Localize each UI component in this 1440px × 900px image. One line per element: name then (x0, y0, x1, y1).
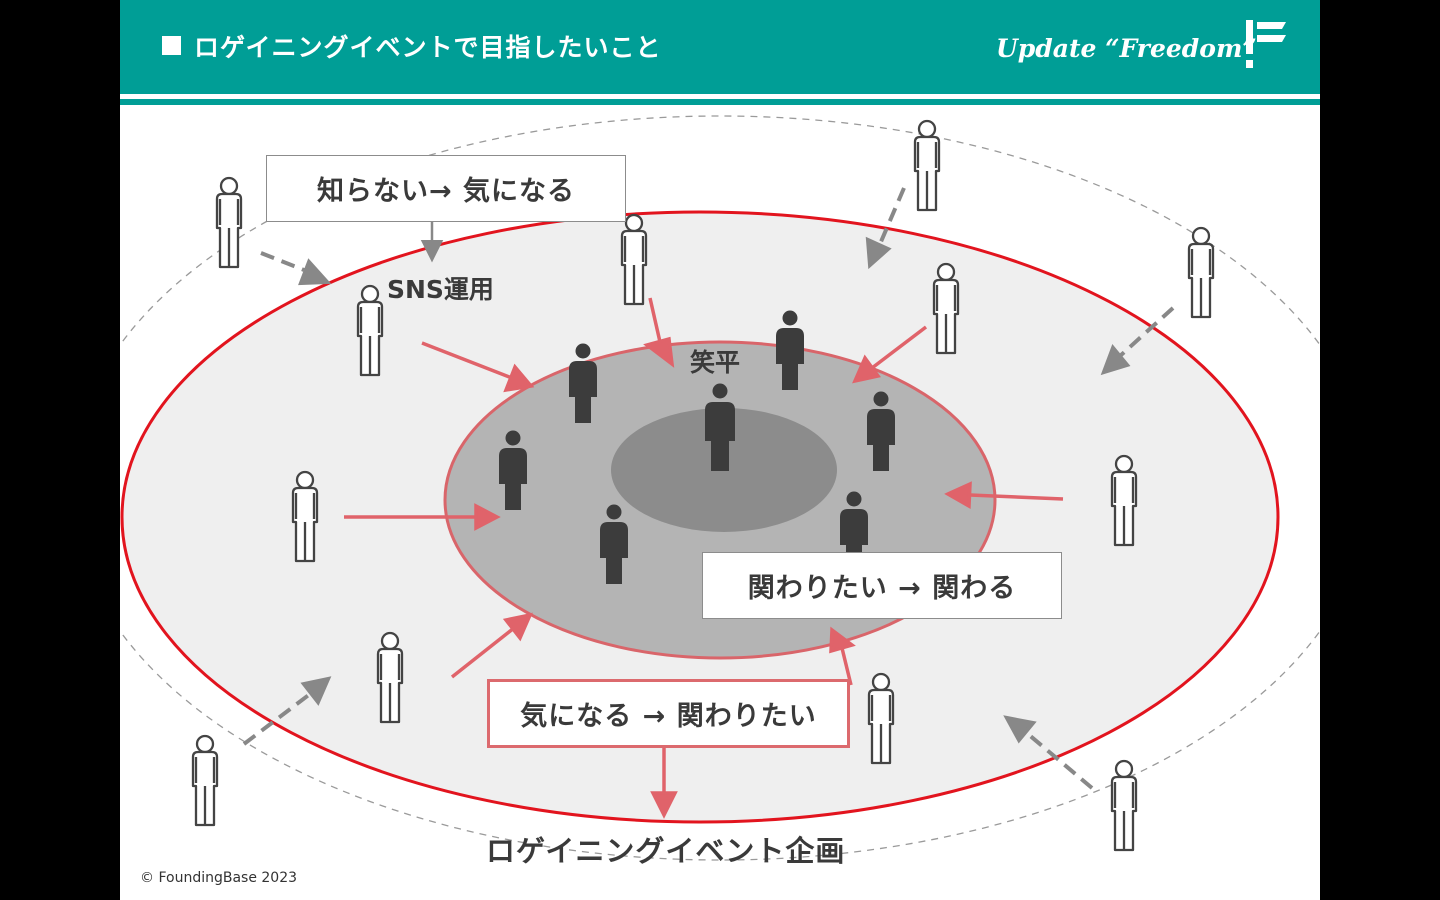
copyright: © FoundingBase 2023 (140, 870, 298, 886)
outline-person-icon (620, 213, 648, 306)
red-arrow (969, 493, 1064, 501)
box-interest-to-want: 気になる → 関わりたい (487, 679, 850, 748)
outline-person-icon (191, 734, 219, 827)
header-underline (120, 99, 1320, 105)
outline-people (191, 119, 1215, 852)
event-label: ロゲイニングイベント企画 (486, 834, 846, 868)
red-arrow (870, 325, 928, 370)
sns-label: SNS運用 (387, 275, 494, 304)
core-person-label: 笑平 (690, 348, 741, 377)
gray-dashed-arrows (242, 187, 1175, 790)
gray-dashed-arrow (242, 692, 312, 746)
dark-people (499, 310, 895, 584)
title-bullet-square-icon (162, 36, 181, 55)
outline-person-icon (291, 470, 319, 563)
dark-person-icon (867, 391, 895, 471)
slide-title: ロゲイニングイベントで目指したいこと (194, 33, 662, 62)
dark-person-icon (705, 383, 735, 471)
red-arrow-head (474, 503, 501, 531)
red-arrow (648, 297, 662, 343)
red-arrows (344, 297, 1064, 819)
gray-arrow-head (865, 236, 892, 270)
foundingbase-flag-logo-icon (1246, 20, 1286, 68)
gray-dashed-arrow (1026, 732, 1094, 790)
outline-person-icon (376, 631, 404, 724)
gray-arrow-head (300, 676, 332, 706)
outline-person-icon (1110, 454, 1138, 547)
red-arrow (840, 647, 853, 686)
dark-person-icon (600, 504, 628, 584)
gray-arrow-head (1100, 344, 1131, 376)
box-want-to-engage: 関わりたい → 関わる (702, 552, 1062, 619)
outline-person-icon (913, 119, 941, 212)
red-arrow-head (829, 626, 856, 654)
red-arrow-head (643, 336, 675, 368)
red-arrow-head (503, 363, 535, 393)
box-know-to-interest: 知らない→ 気になる (266, 155, 626, 222)
outline-person-icon (1187, 226, 1215, 319)
slogan: Update “Freedom” (996, 34, 1257, 63)
gray-arrow-head (420, 240, 444, 263)
outline-person-icon (1110, 759, 1138, 852)
dark-person-icon (499, 430, 527, 510)
outline-person-icon (215, 176, 243, 269)
outline-person-icon (867, 672, 895, 765)
outline-person-icon (356, 284, 384, 377)
red-arrow-head (852, 354, 881, 384)
gray-dashed-arrow (1118, 306, 1175, 358)
slide: ロゲイニングイベントで目指したいこと Update “Freedom” (120, 0, 1320, 900)
gray-arrow-head (298, 258, 332, 286)
red-arrow (421, 341, 513, 380)
red-arrow-head (502, 612, 533, 642)
header-bar: ロゲイニングイベントで目指したいこと Update “Freedom” (120, 0, 1320, 94)
gray-arrow-head (1003, 715, 1037, 744)
outline-person-icon (932, 262, 960, 355)
engagement-diagram (120, 115, 1320, 861)
red-arrow-head (944, 481, 972, 509)
dark-person-icon (569, 343, 597, 423)
red-arrow-head (650, 791, 678, 819)
gray-dashed-arrow (878, 187, 906, 245)
gray-dashed-arrow (260, 251, 305, 272)
red-arrow (450, 626, 516, 679)
dark-person-icon (776, 310, 804, 390)
